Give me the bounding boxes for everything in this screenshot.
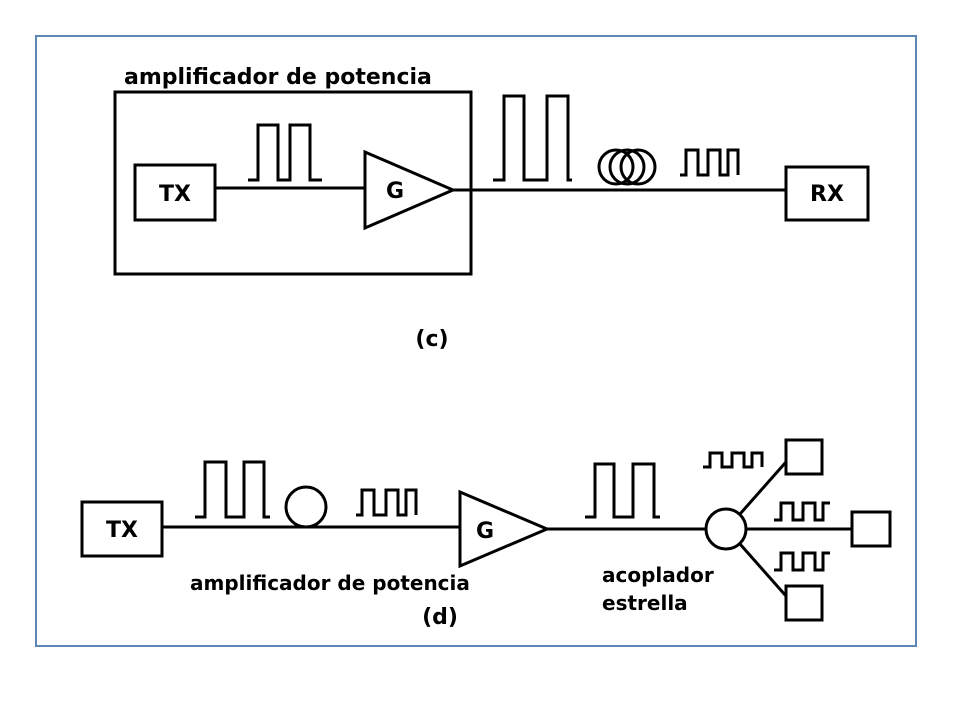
- caption-c: (c): [415, 327, 448, 352]
- panel-d: TX G amplificador de potencia (d) acopla…: [80, 438, 892, 630]
- receiver-box-lower: [784, 584, 824, 622]
- tx-label-c: TX: [159, 182, 191, 207]
- amplifier-gain-label-d: G: [476, 519, 494, 544]
- pulse-train-d-2: [356, 488, 418, 517]
- panel-c: amplificador de potencia TX G RX (c): [113, 65, 870, 352]
- receiver-box-middle: [850, 510, 892, 548]
- rx-box-c: [784, 165, 870, 222]
- pulse-train-branch-middle: [774, 501, 830, 522]
- fiber-spool-icon-d: [284, 485, 328, 529]
- fiber-spool-icon-c: [597, 148, 657, 186]
- amplifier-caption-d: amplificador de potencia: [190, 571, 470, 595]
- branch-lower: [738, 543, 788, 597]
- amplifier-triangle-d: [458, 489, 551, 569]
- amplifier-triangle-c: [363, 149, 457, 231]
- rx-label-c: RX: [810, 182, 844, 207]
- enclosure-label-c: amplificador de potencia: [124, 65, 432, 90]
- pulse-train-c-2: [493, 94, 572, 182]
- amplifier-enclosure-c: [113, 90, 473, 276]
- branch-upper: [738, 461, 788, 515]
- coupler-label-line1: acoplador: [602, 563, 714, 587]
- caption-d: (d): [422, 605, 458, 630]
- pulse-train-d-1: [195, 460, 270, 519]
- pulse-train-branch-upper: [703, 451, 764, 469]
- tx-box-c: [133, 163, 217, 222]
- tx-box-d: [80, 500, 164, 558]
- pulse-train-c-3: [680, 148, 740, 177]
- receiver-box-upper: [784, 438, 824, 476]
- tx-label-d: TX: [106, 518, 138, 543]
- pulse-train-c-1: [248, 123, 322, 182]
- amplifier-gain-label-c: G: [386, 179, 404, 204]
- pulse-train-d-3: [585, 462, 660, 519]
- coupler-label-line2: estrella: [602, 591, 688, 615]
- pulse-train-branch-lower: [774, 551, 830, 572]
- outer-frame: [35, 35, 917, 647]
- star-coupler-icon: [704, 507, 748, 551]
